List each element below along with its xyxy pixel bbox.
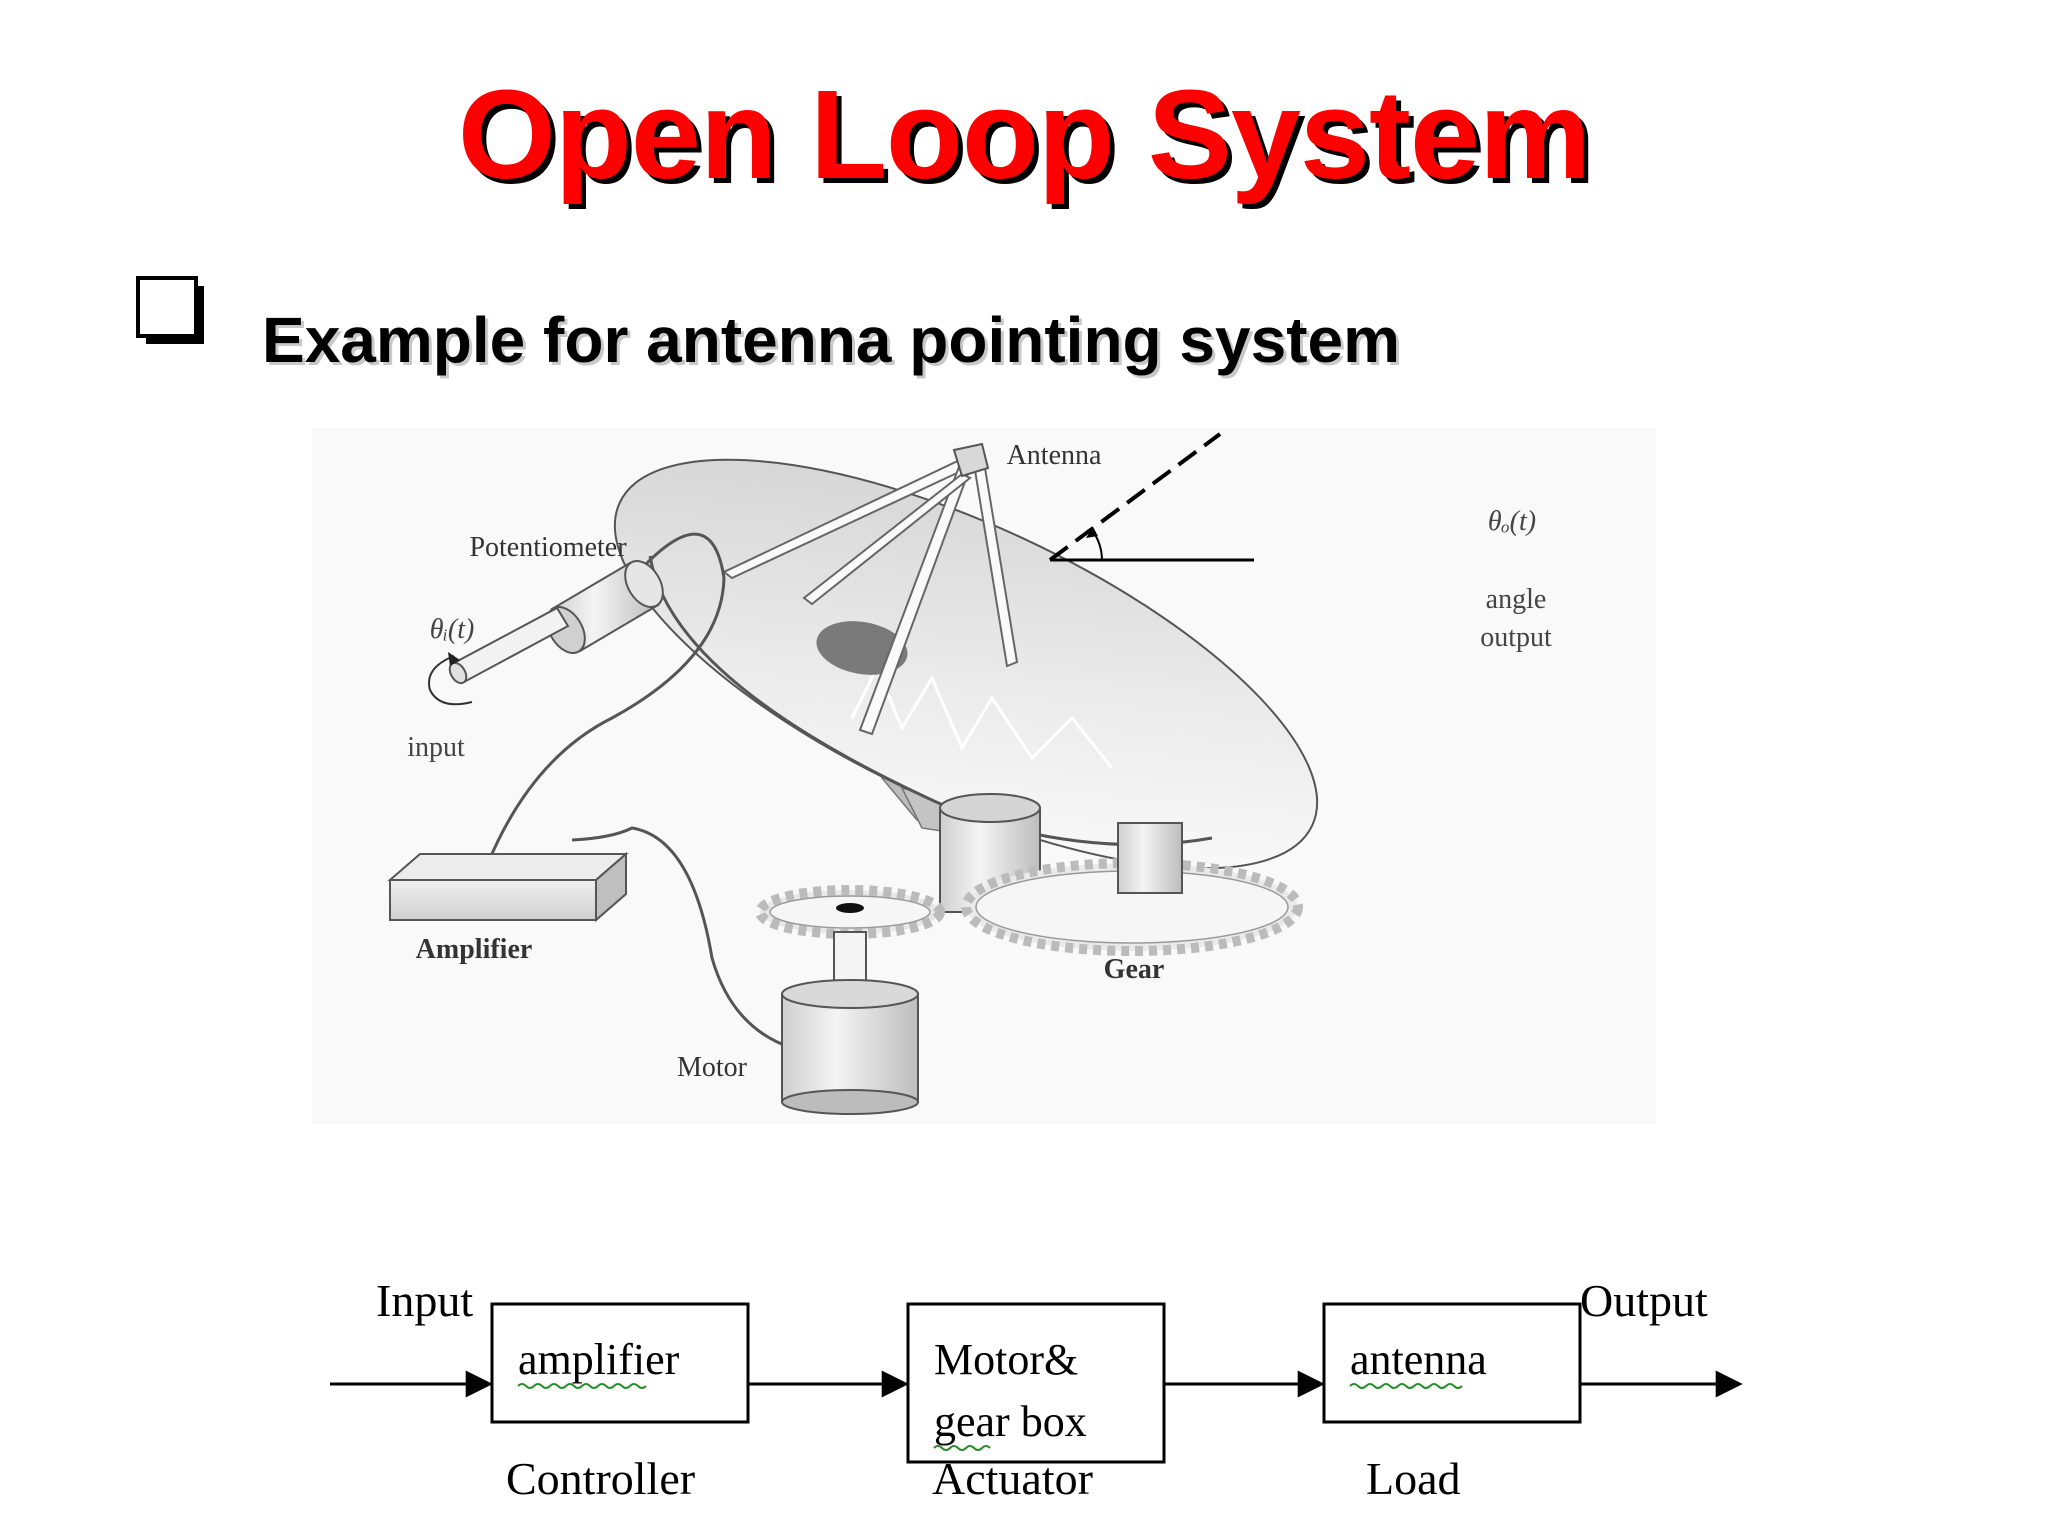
- block-text-amplifier: amplifier: [518, 1335, 680, 1384]
- wires: [486, 532, 793, 1050]
- spellcheck-underline: [517, 1383, 647, 1389]
- antenna-system-illustration: Antenna Potentiometer θᵢ(t) input θₒ(t) …: [312, 428, 1656, 1124]
- label-input: input: [407, 732, 465, 763]
- gears: [755, 822, 1303, 956]
- spellcheck-underline: [933, 1445, 991, 1451]
- potentiometer: [428, 560, 664, 706]
- block-amplifier: [490, 1302, 750, 1424]
- label-motor: Motor: [677, 1052, 748, 1083]
- block-text-antenna: antenna: [1350, 1335, 1487, 1384]
- output-angle-indicator: [1048, 432, 1254, 562]
- slide-title: Open Loop System: [457, 64, 1591, 205]
- label-gear: Gear: [1104, 954, 1165, 985]
- motor: [781, 931, 919, 1115]
- label-potentiometer: Potentiometer: [469, 532, 627, 563]
- hollow-square-icon: [136, 276, 204, 344]
- amplifier-box: [387, 851, 629, 923]
- block-antenna: [1322, 1302, 1582, 1424]
- label-angle: angle: [1486, 584, 1547, 615]
- antenna-system-drawing: Antenna Potentiometer θᵢ(t) input θₒ(t) …: [387, 432, 1552, 1115]
- input-label: Input: [376, 1275, 473, 1326]
- caption-actuator: Actuator: [932, 1453, 1093, 1504]
- label-output: output: [1480, 622, 1552, 653]
- bullet-text: Example for antenna pointing system: [262, 304, 1400, 376]
- block-motor-gearbox: [906, 1302, 1166, 1464]
- label-theta-input: θᵢ(t): [430, 614, 475, 645]
- caption-load: Load: [1366, 1453, 1461, 1504]
- label-amplifier: Amplifier: [416, 934, 533, 965]
- label-theta-output: θₒ(t): [1488, 506, 1536, 537]
- block-text-gearbox: gear box: [934, 1397, 1087, 1446]
- spellcheck-underline: [1349, 1383, 1463, 1389]
- block-text-motor: Motor&: [934, 1335, 1078, 1384]
- label-antenna: Antenna: [1007, 440, 1102, 471]
- antenna-dish: [613, 442, 1319, 913]
- output-label: Output: [1580, 1275, 1708, 1326]
- caption-controller: Controller: [506, 1453, 695, 1504]
